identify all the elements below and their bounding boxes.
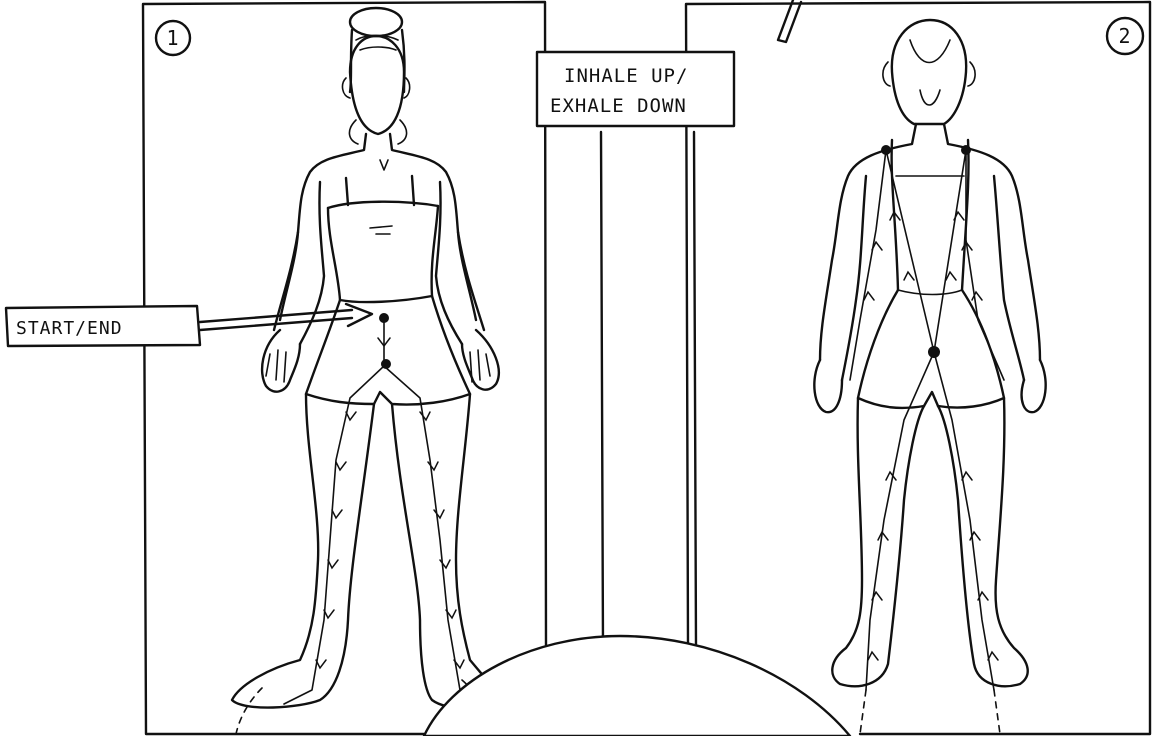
pole-handle <box>778 0 801 42</box>
breath-instruction-box: INHALE UP/ EXHALE DOWN <box>537 52 734 126</box>
breath-line-1: INHALE UP/ <box>564 65 688 87</box>
divider-line-right <box>694 132 696 648</box>
panel-1-number-badge: 1 <box>156 21 190 55</box>
dome-shape <box>424 636 850 736</box>
back-flow-arrows <box>864 212 998 660</box>
panel-1-frame <box>143 2 546 734</box>
start-end-point <box>379 313 389 323</box>
front-flow-arrows <box>316 338 464 668</box>
start-end-arrow <box>200 304 372 330</box>
breath-line-2: EXHALE DOWN <box>550 95 687 117</box>
start-end-callout: START/END <box>6 304 372 346</box>
panel-1-number: 1 <box>166 26 179 50</box>
panel-2-frame <box>686 2 1150 734</box>
front-figure <box>232 8 500 734</box>
panel-2-number-badge: 2 <box>1107 18 1143 54</box>
panel-2-number: 2 <box>1118 24 1131 48</box>
divider-line-left <box>601 132 603 648</box>
start-end-label: START/END <box>16 318 123 339</box>
back-figure <box>814 20 1045 734</box>
